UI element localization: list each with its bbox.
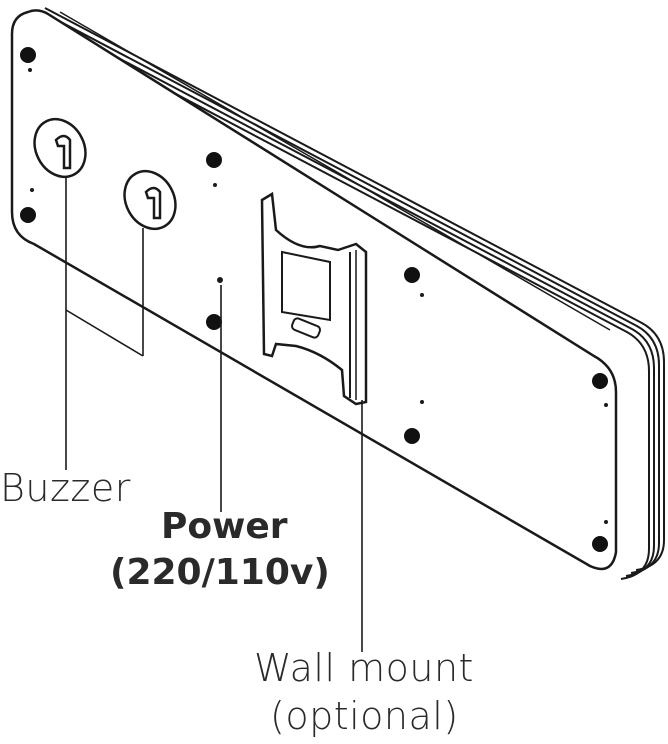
leader-lines (65, 176, 363, 652)
buzzer-leader-join (65, 309, 144, 357)
buzzer-label: Buzzer (0, 466, 131, 510)
power-voltage-label: (220/110v) (110, 552, 330, 593)
screw-far-right-lower (592, 536, 608, 552)
buzzer-right (123, 169, 177, 231)
wall-mount-bracket (260, 191, 368, 406)
power-label: Power (161, 506, 288, 547)
wall-mount-label: Wall mount (254, 646, 474, 690)
screw-right-upper (404, 267, 420, 283)
screw-lower-middle (206, 314, 222, 330)
panel-edge-layers (29, 7, 665, 580)
screw-far-right-upper (592, 373, 608, 389)
screw-bottom-left (20, 207, 36, 223)
buzzer-left (33, 117, 87, 179)
screw-right-lower (404, 428, 420, 444)
small-dots (28, 68, 608, 524)
panel-top-edge (47, 11, 611, 357)
screw-upper-middle (206, 152, 222, 168)
screws (20, 47, 608, 552)
wall-mount-optional-label: (optional) (270, 694, 459, 738)
screw-top-left (20, 47, 36, 63)
